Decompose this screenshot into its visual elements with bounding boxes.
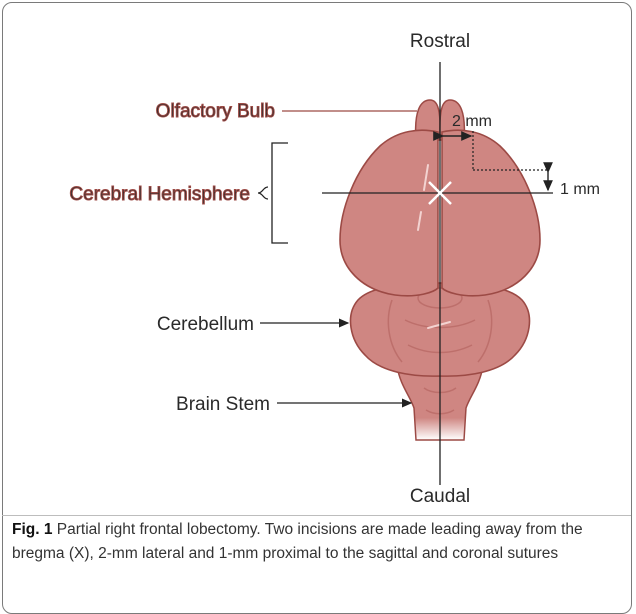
figure-number: Fig. 1 bbox=[12, 521, 52, 538]
cerebral-hemisphere-left bbox=[340, 130, 438, 296]
proximal-offset-label: 1 mm bbox=[560, 181, 600, 198]
cerebral-hemisphere-right bbox=[442, 130, 540, 296]
caption-text: Partial right frontal lobectomy. Two inc… bbox=[12, 521, 583, 562]
cerebral-hemisphere-label: Cerebral Hemisphere bbox=[69, 184, 250, 205]
caption-divider bbox=[2, 515, 631, 516]
caudal-label: Caudal bbox=[410, 486, 470, 507]
brain-stem-label: Brain Stem bbox=[176, 394, 270, 415]
hemisphere-bracket bbox=[272, 143, 288, 243]
brain-diagram: Rostral Caudal Olfactory Bulb Cerebral H… bbox=[0, 0, 636, 515]
hemisphere-brace bbox=[258, 187, 268, 199]
lateral-offset-label: 2 mm bbox=[452, 113, 492, 130]
cerebellum-label: Cerebellum bbox=[157, 314, 254, 335]
olfactory-bulb-label: Olfactory Bulb bbox=[156, 101, 275, 122]
rostral-label: Rostral bbox=[410, 31, 470, 52]
figure-caption: Fig. 1 Partial right frontal lobectomy. … bbox=[12, 518, 624, 566]
